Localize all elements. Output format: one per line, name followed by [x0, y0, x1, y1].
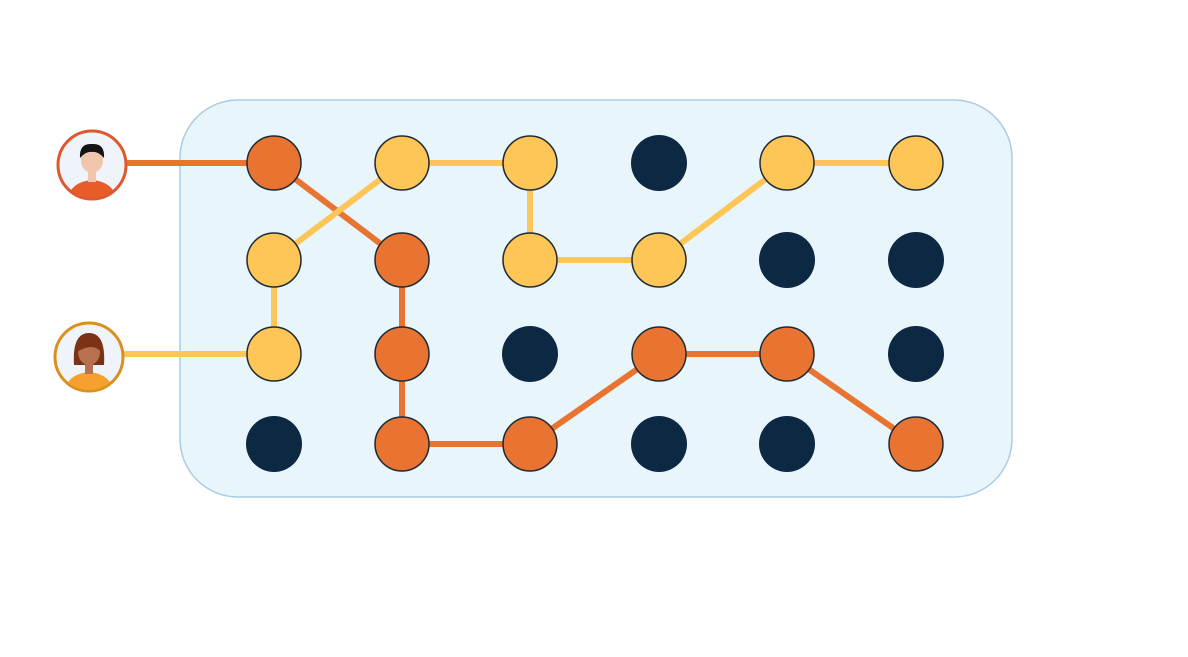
orange-node — [374, 416, 430, 472]
yellow-node — [502, 232, 558, 288]
dark-node — [502, 326, 558, 382]
orange-node — [502, 416, 558, 472]
network-panel — [179, 99, 1013, 498]
dark-node — [888, 326, 944, 382]
yellow-node — [246, 232, 302, 288]
dark-node — [759, 416, 815, 472]
orange-node — [888, 416, 944, 472]
user-avatars — [53, 129, 128, 393]
dark-node — [631, 416, 687, 472]
user-female-avatar — [53, 321, 125, 393]
orange-node — [631, 326, 687, 382]
dark-node — [759, 232, 815, 288]
dark-node — [888, 232, 944, 288]
yellow-node — [502, 135, 558, 191]
dark-node — [246, 416, 302, 472]
yellow-node — [888, 135, 944, 191]
grid-nodes — [246, 135, 944, 472]
yellow-node — [631, 232, 687, 288]
orange-node — [759, 326, 815, 382]
user-male-avatar — [56, 129, 128, 201]
orange-node — [374, 326, 430, 382]
person-female-icon — [63, 333, 115, 390]
dark-node — [631, 135, 687, 191]
orange-node — [246, 135, 302, 191]
orange-node — [374, 232, 430, 288]
yellow-node — [759, 135, 815, 191]
yellow-node — [246, 326, 302, 382]
person-male-icon — [66, 143, 118, 198]
yellow-node — [374, 135, 430, 191]
